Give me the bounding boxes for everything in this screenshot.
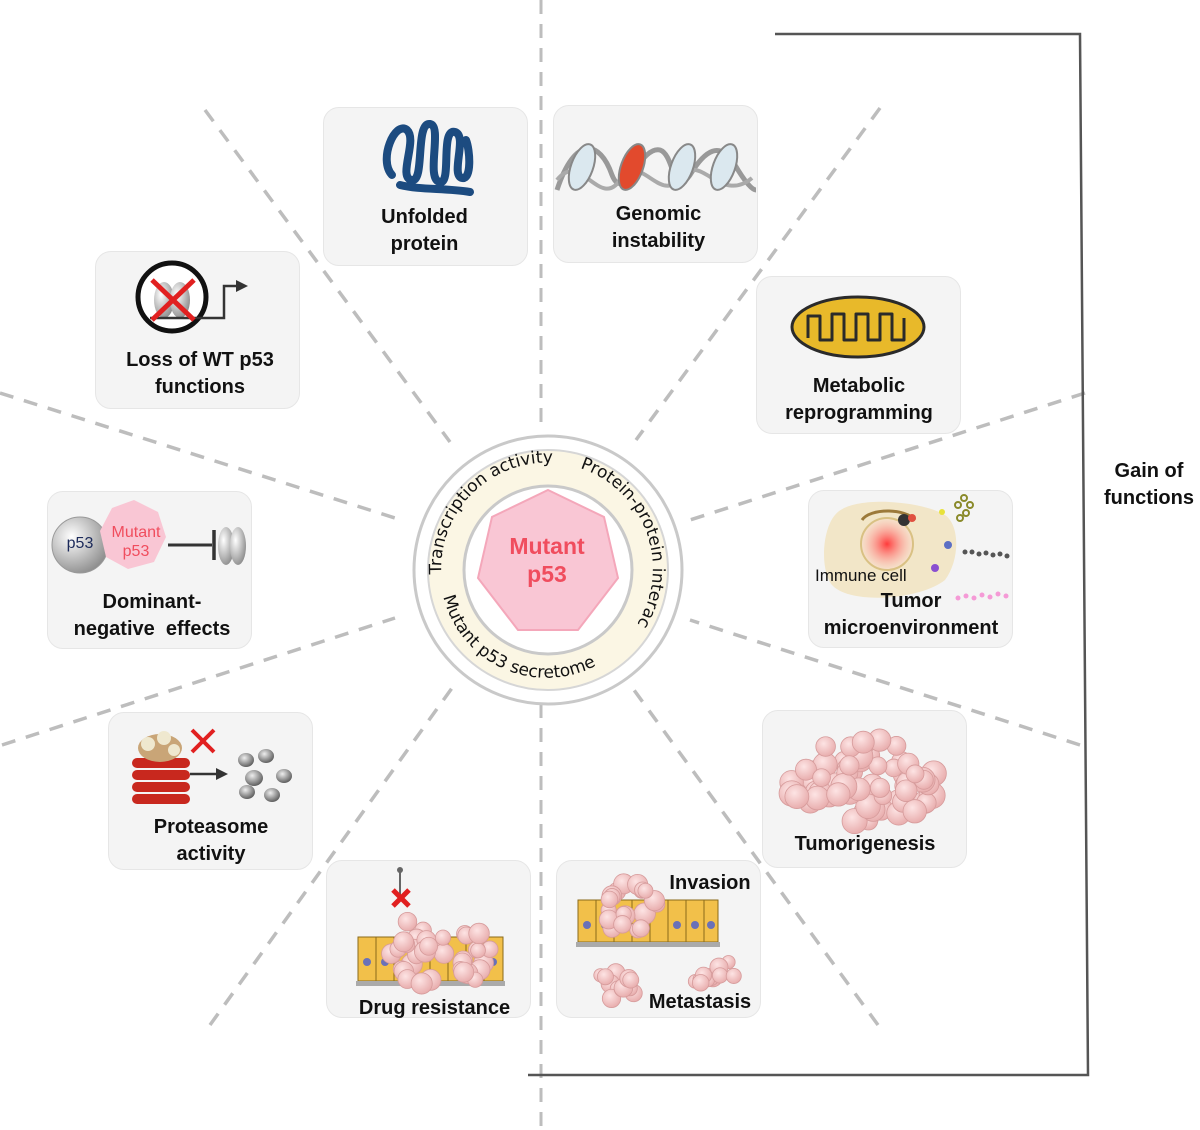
label-drug-resistance: Drug resistance	[358, 997, 511, 1019]
radial-dashed-lines	[0, 106, 1086, 1027]
label-proteasome-1: Proteasome	[153, 816, 269, 838]
gain-of-functions-label: Gain of functions	[1096, 458, 1200, 512]
label-dominant: Dominant- negative effects	[47, 589, 257, 643]
label-unfolded: Unfolded protein	[323, 204, 526, 258]
center-ring: Transcription activity Protein-protein i…	[408, 430, 684, 706]
label-immune-cell: Immune cell	[815, 566, 907, 585]
label-dominant-1: Dominant-	[102, 591, 202, 613]
label-tumor-micro-1: Tumor	[880, 590, 942, 612]
label-proteasome: Proteasome activity	[108, 814, 314, 868]
label-mutant-p53-small: Mutant p53	[104, 523, 168, 561]
label-invasion: Invasion	[669, 872, 751, 894]
label-mutant-small-2: p53	[122, 543, 150, 560]
gain-bracket	[528, 32, 1090, 1077]
label-unfolded-2: protein	[390, 233, 459, 255]
label-mutant-small-1: Mutant	[111, 524, 161, 541]
label-loss-wt-2: functions	[155, 376, 245, 398]
label-dominant-2: negative effects	[73, 618, 231, 640]
center-label: Mutant p53	[497, 532, 597, 588]
label-metabolic: Metabolic reprogramming	[756, 373, 962, 427]
center-line2: p53	[527, 561, 567, 587]
label-metabolic-1: Metabolic	[812, 375, 906, 397]
label-tumor-micro: Tumor microenvironment	[806, 588, 1016, 642]
label-loss-wt-1: Loss of WT p53	[126, 349, 274, 371]
gain-line1: Gain of	[1114, 460, 1184, 482]
label-genomic-1: Genomic	[615, 203, 702, 225]
label-tumor-micro-2: microenvironment	[823, 617, 999, 639]
gain-line2: functions	[1104, 487, 1194, 509]
label-metabolic-2: reprogramming	[785, 402, 933, 424]
mutant-heptagon	[476, 488, 620, 631]
label-genomic: Genomic instability	[557, 201, 760, 255]
label-tumorigenesis: Tumorigenesis	[794, 833, 936, 855]
label-unfolded-1: Unfolded	[381, 206, 468, 228]
label-metastasis: Metastasis	[648, 991, 752, 1013]
label-loss-wt: Loss of WT p53 functions	[95, 347, 305, 401]
label-p53-sphere: p53	[66, 535, 94, 552]
center-line1: Mutant	[509, 533, 585, 559]
label-genomic-2: instability	[611, 230, 706, 252]
label-proteasome-2: activity	[176, 843, 246, 865]
